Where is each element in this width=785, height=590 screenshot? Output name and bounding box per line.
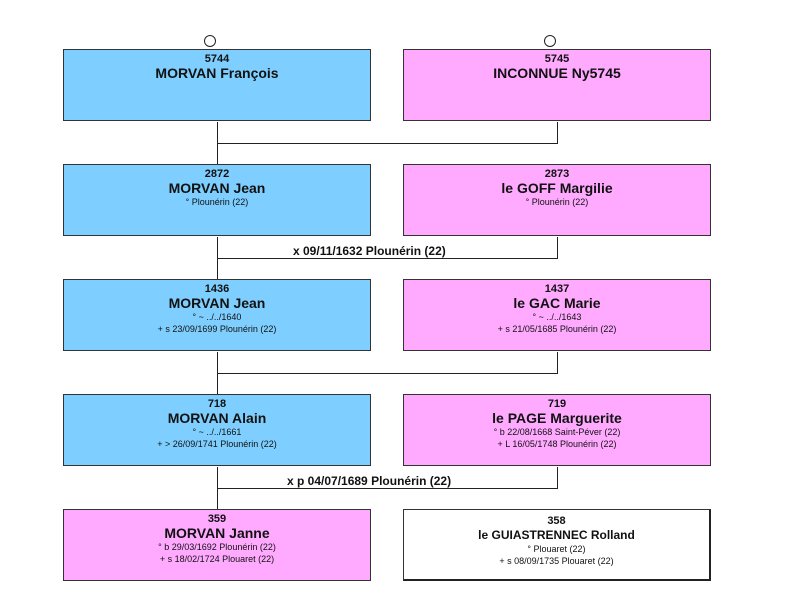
person-box-2873[interactable]: 2873 le GOFF Margilie ° Plounérin (22) xyxy=(403,164,711,236)
death-detail: + s 18/02/1724 Plouaret (22) xyxy=(159,554,275,564)
person-box-719[interactable]: 719 le PAGE Marguerite ° b 22/08/1668 Sa… xyxy=(403,394,711,466)
death-detail: + > 26/09/1741 Plounérin (22) xyxy=(157,439,277,449)
person-name: le PAGE Marguerite xyxy=(492,410,622,426)
person-name: MORVAN Jean xyxy=(168,180,266,196)
person-name: le GOFF Margilie xyxy=(501,180,613,196)
person-box-2872[interactable]: 2872 MORVAN Jean ° Plounérin (22) xyxy=(63,164,371,236)
person-box-5744[interactable]: 5744 MORVAN François xyxy=(63,49,371,121)
death-detail: + s 21/05/1685 Plounérin (22) xyxy=(497,324,617,334)
sosa-number: 2872 xyxy=(204,168,230,180)
connector-line xyxy=(557,352,558,374)
sosa-number: 719 xyxy=(547,398,567,410)
sosa-number: 5744 xyxy=(204,53,230,65)
sosa-number: 359 xyxy=(207,513,227,525)
person-box-359[interactable]: 359 MORVAN Janne ° b 29/03/1692 Plounéri… xyxy=(63,509,371,581)
person-box-1437[interactable]: 1437 le GAC Marie ° ~ ../../1643 + s 21/… xyxy=(403,279,711,351)
birth-detail: ° Plounérin (22) xyxy=(185,197,249,207)
birth-detail: ° ~ ../../1640 xyxy=(192,312,242,322)
person-name: INCONNUE Ny5745 xyxy=(493,65,621,81)
marriage-label: x p 04/07/1689 Plounérin (22) xyxy=(287,474,452,488)
person-box-718[interactable]: 718 MORVAN Alain ° ~ ../../1661 + > 26/0… xyxy=(63,394,371,466)
sosa-number: 2873 xyxy=(544,168,570,180)
person-box-358[interactable]: 358 le GUIASTRENNEC Rolland ° Plouaret (… xyxy=(403,509,711,581)
person-name: MORVAN François xyxy=(155,65,279,81)
ancestor-continuation-icon[interactable] xyxy=(204,35,216,47)
connector-line xyxy=(217,373,558,374)
person-box-5745[interactable]: 5745 INCONNUE Ny5745 xyxy=(403,49,711,121)
sosa-number: 1437 xyxy=(544,283,570,295)
death-detail: + s 08/09/1735 Plouaret (22) xyxy=(499,556,614,566)
person-name: MORVAN Jean xyxy=(168,295,266,311)
connector-line xyxy=(217,258,558,259)
sosa-number: 1436 xyxy=(204,283,230,295)
birth-detail: ° b 22/08/1668 Saint-Péver (22) xyxy=(493,427,621,437)
birth-detail: ° Plounérin (22) xyxy=(525,197,589,207)
person-box-1436[interactable]: 1436 MORVAN Jean ° ~ ../../1640 + s 23/0… xyxy=(63,279,371,351)
birth-detail: ° ~ ../../1661 xyxy=(192,427,242,437)
connector-line xyxy=(217,488,558,489)
marriage-label: x 09/11/1632 Plounérin (22) xyxy=(293,244,446,258)
person-name: MORVAN Alain xyxy=(167,410,267,426)
sosa-number: 718 xyxy=(207,398,227,410)
death-detail: + L 16/05/1748 Plounérin (22) xyxy=(497,439,617,449)
connector-line xyxy=(557,237,558,259)
death-detail: + s 23/09/1699 Plounérin (22) xyxy=(157,324,277,334)
birth-detail: ° Plouaret (22) xyxy=(527,544,586,554)
person-name: le GAC Marie xyxy=(513,295,601,311)
birth-detail: ° ~ ../../1643 xyxy=(532,312,582,322)
connector-line xyxy=(557,122,558,144)
sosa-number: 358 xyxy=(547,515,566,527)
connector-line xyxy=(217,143,558,144)
person-name: le GUIASTRENNEC Rolland xyxy=(478,528,635,542)
birth-detail: ° b 29/03/1692 Plounérin (22) xyxy=(158,542,276,552)
connector-line xyxy=(557,467,558,489)
ancestor-continuation-icon[interactable] xyxy=(544,35,556,47)
person-name: MORVAN Janne xyxy=(164,525,270,541)
sosa-number: 5745 xyxy=(544,53,570,65)
